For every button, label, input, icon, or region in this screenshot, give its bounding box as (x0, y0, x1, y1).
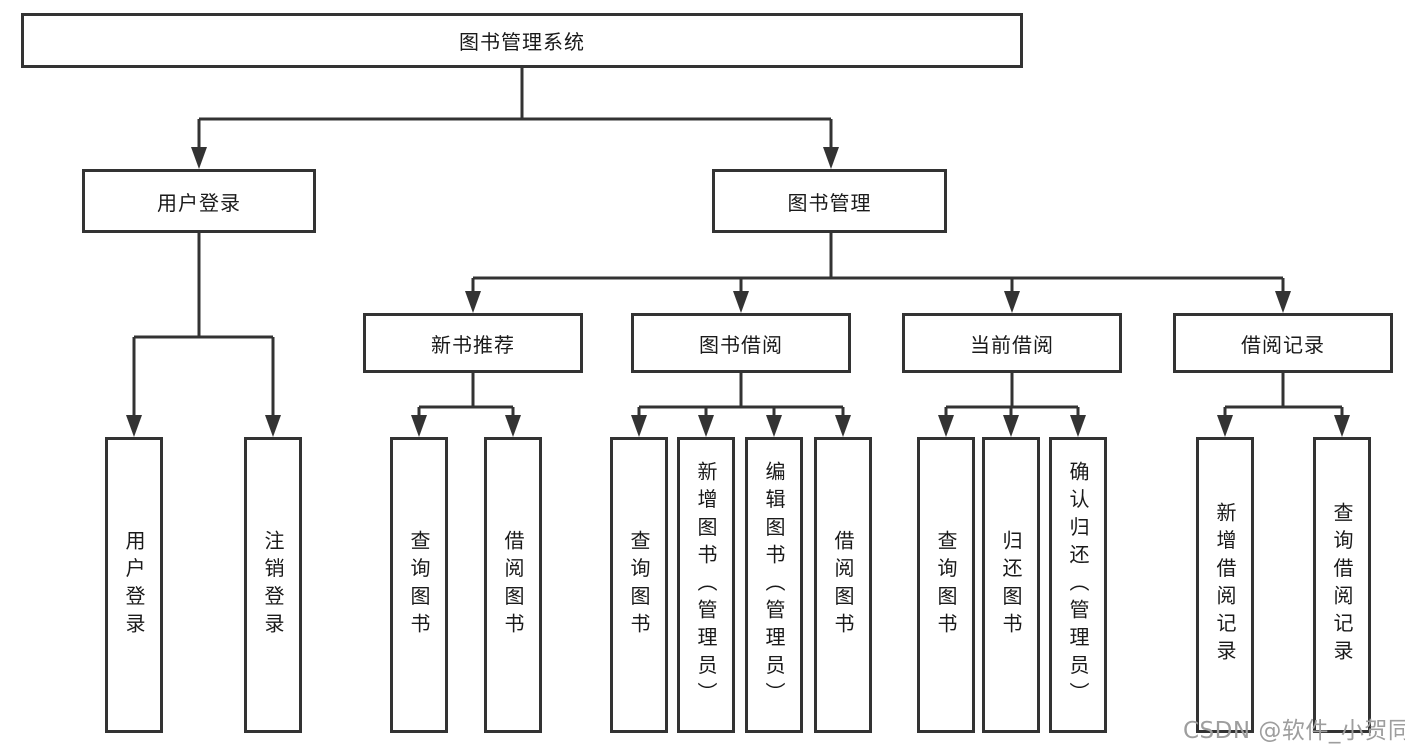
node-label: 查询图书 (934, 529, 958, 641)
node-label: 确认归还（管理员） (1066, 460, 1090, 710)
node-label: 图书管理系统 (459, 30, 585, 54)
node-label: 图书借阅 (699, 332, 783, 357)
node-label: 当前借阅 (970, 332, 1054, 357)
node-library-management-system: 图书管理系统 (21, 13, 1023, 68)
node-label: 新增图书（管理员） (694, 460, 718, 710)
csdn-watermark: CSDN @软件_小贺同学 (1183, 718, 1405, 744)
node-label: 借阅记录 (1241, 332, 1325, 357)
leaf-edit-books-admin: 编辑图书（管理员） (745, 437, 803, 733)
node-borrowing-records: 借阅记录 (1173, 313, 1393, 373)
node-label: 用户登录 (157, 190, 241, 215)
node-new-book-recommendation: 新书推荐 (363, 313, 583, 373)
leaf-add-books-admin: 新增图书（管理员） (677, 437, 735, 733)
leaf-borrowing-borrow-books: 借阅图书 (814, 437, 872, 733)
leaf-return-books: 归还图书 (982, 437, 1040, 733)
node-label: 查询借阅记录 (1330, 502, 1354, 668)
leaf-user-login: 用户登录 (105, 437, 163, 733)
leaf-add-borrow-record: 新增借阅记录 (1196, 437, 1254, 733)
node-label: 图书管理 (787, 190, 872, 215)
node-current-borrowing: 当前借阅 (902, 313, 1122, 373)
node-label: 编辑图书（管理员） (762, 460, 786, 710)
node-label: 查询图书 (627, 529, 651, 641)
leaf-query-borrow-record: 查询借阅记录 (1313, 437, 1371, 733)
node-book-management: 图书管理 (712, 169, 947, 233)
arrowhead-icons (126, 147, 1350, 437)
node-label: 新书推荐 (431, 332, 515, 357)
node-label: 查询图书 (407, 529, 431, 641)
node-book-borrowing: 图书借阅 (631, 313, 851, 373)
leaf-borrowing-query-books: 查询图书 (610, 437, 668, 733)
node-label: 注销登录 (261, 529, 285, 641)
leaf-current-query-books: 查询图书 (917, 437, 975, 733)
leaf-recommend-borrow-books: 借阅图书 (484, 437, 542, 733)
leaf-confirm-return-admin: 确认归还（管理员） (1049, 437, 1107, 733)
node-label: 用户登录 (122, 529, 146, 641)
node-label: 新增借阅记录 (1213, 502, 1237, 668)
node-user-login: 用户登录 (82, 169, 316, 233)
leaf-logout: 注销登录 (244, 437, 302, 733)
node-label: 借阅图书 (501, 529, 525, 641)
node-label: 归还图书 (999, 529, 1023, 641)
leaf-recommend-query-books: 查询图书 (390, 437, 448, 733)
node-label: 借阅图书 (831, 529, 855, 641)
